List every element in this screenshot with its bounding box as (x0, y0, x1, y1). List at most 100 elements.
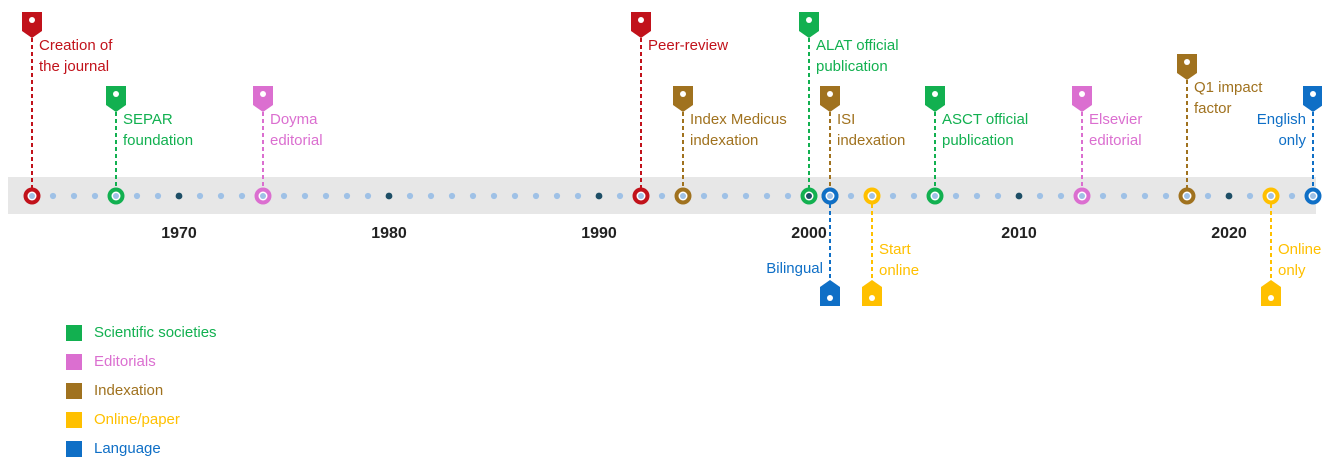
year-dot (448, 192, 456, 200)
event-flag-dot (827, 295, 833, 301)
event-flag (631, 12, 651, 38)
event-label: ISI (837, 111, 855, 128)
year-dot (427, 192, 435, 200)
year-dot (1036, 192, 1044, 200)
decade-label: 1990 (581, 225, 617, 242)
event-label: SEPAR (123, 111, 173, 128)
event-flag (253, 86, 273, 112)
event-flag (1261, 280, 1281, 306)
legend-label-indexation: Indexation (94, 382, 164, 399)
event-marker-dot (113, 193, 119, 199)
year-dot (763, 192, 771, 200)
event-flag-dot (29, 17, 35, 23)
event-flag-dot (260, 91, 266, 97)
event-flag-dot (806, 17, 812, 23)
legend-item-editorials: Editorials (66, 347, 217, 376)
timeline-event: ALAT official publication (799, 12, 899, 205)
event-label: publication (816, 58, 888, 75)
year-dot (154, 192, 162, 200)
year-dot (91, 192, 99, 200)
legend: Scientific societies Editorials Indexati… (66, 318, 217, 463)
year-dot (49, 192, 57, 200)
year-dot (616, 192, 624, 200)
year-dot (1015, 192, 1023, 200)
decade-label: 2010 (1001, 225, 1037, 242)
year-dot (721, 192, 729, 200)
year-dot (133, 192, 141, 200)
year-dot (70, 192, 78, 200)
event-flag-dot (1310, 91, 1316, 97)
year-dot (595, 192, 603, 200)
event-label: Elsevier (1089, 111, 1142, 128)
event-label: only (1278, 132, 1306, 149)
event-marker-dot (827, 193, 833, 199)
event-flag-dot (113, 91, 119, 97)
year-dot (301, 192, 309, 200)
year-dot (889, 192, 897, 200)
year-dot (658, 192, 666, 200)
year-dot (952, 192, 960, 200)
legend-label-online: Online/paper (94, 411, 180, 428)
year-dot (217, 192, 225, 200)
event-label: Online (1278, 241, 1321, 258)
decade-label: 2000 (791, 225, 827, 242)
legend-swatch-indexation (66, 382, 82, 399)
legend-swatch-societies (66, 324, 82, 341)
legend-swatch-editorials (66, 353, 82, 370)
timeline-event: Bilingual (766, 187, 840, 306)
event-label: Index Medicus (690, 111, 787, 128)
event-marker-dot (638, 193, 644, 199)
timeline-event: Peer-review (631, 12, 728, 205)
event-label: Doyma (270, 111, 318, 128)
year-dot (1141, 192, 1149, 200)
legend-swatch-language (66, 440, 82, 457)
event-flag (862, 280, 882, 306)
event-flag (1303, 86, 1322, 112)
event-flag (1072, 86, 1092, 112)
legend-label-societies: Scientific societies (94, 324, 217, 341)
event-flag (925, 86, 945, 112)
decade-label: 2020 (1211, 225, 1247, 242)
legend-label-language: Language (94, 440, 161, 457)
year-dot (1204, 192, 1212, 200)
legend-item-societies: Scientific societies (66, 318, 217, 347)
year-dot (847, 192, 855, 200)
year-dot (469, 192, 477, 200)
year-dot (1225, 192, 1233, 200)
event-flag-dot (827, 91, 833, 97)
legend-swatch-online (66, 411, 82, 428)
year-dot (574, 192, 582, 200)
event-label: editorial (1089, 132, 1142, 149)
event-label: indexation (837, 132, 905, 149)
event-flag (820, 86, 840, 112)
decade-label: 1980 (371, 225, 407, 242)
event-label: Creation of (39, 37, 113, 54)
event-marker-dot (1184, 193, 1190, 199)
event-label: Peer-review (648, 37, 728, 54)
year-dot (1099, 192, 1107, 200)
event-label: publication (942, 132, 1014, 149)
event-label: ALAT official (816, 37, 899, 54)
event-marker-dot (1310, 193, 1316, 199)
year-dot (280, 192, 288, 200)
event-label: Q1 impact (1194, 79, 1263, 96)
year-dot (511, 192, 519, 200)
event-flag-dot (1268, 295, 1274, 301)
year-dot (343, 192, 351, 200)
year-dot (742, 192, 750, 200)
year-dot (1120, 192, 1128, 200)
event-label: editorial (270, 132, 323, 149)
year-dot (994, 192, 1002, 200)
event-flag-dot (869, 295, 875, 301)
event-flag (820, 280, 840, 306)
event-flag (1177, 54, 1197, 80)
year-dot (532, 192, 540, 200)
event-flag (799, 12, 819, 38)
event-marker-dot (29, 193, 35, 199)
event-label: only (1278, 262, 1306, 279)
